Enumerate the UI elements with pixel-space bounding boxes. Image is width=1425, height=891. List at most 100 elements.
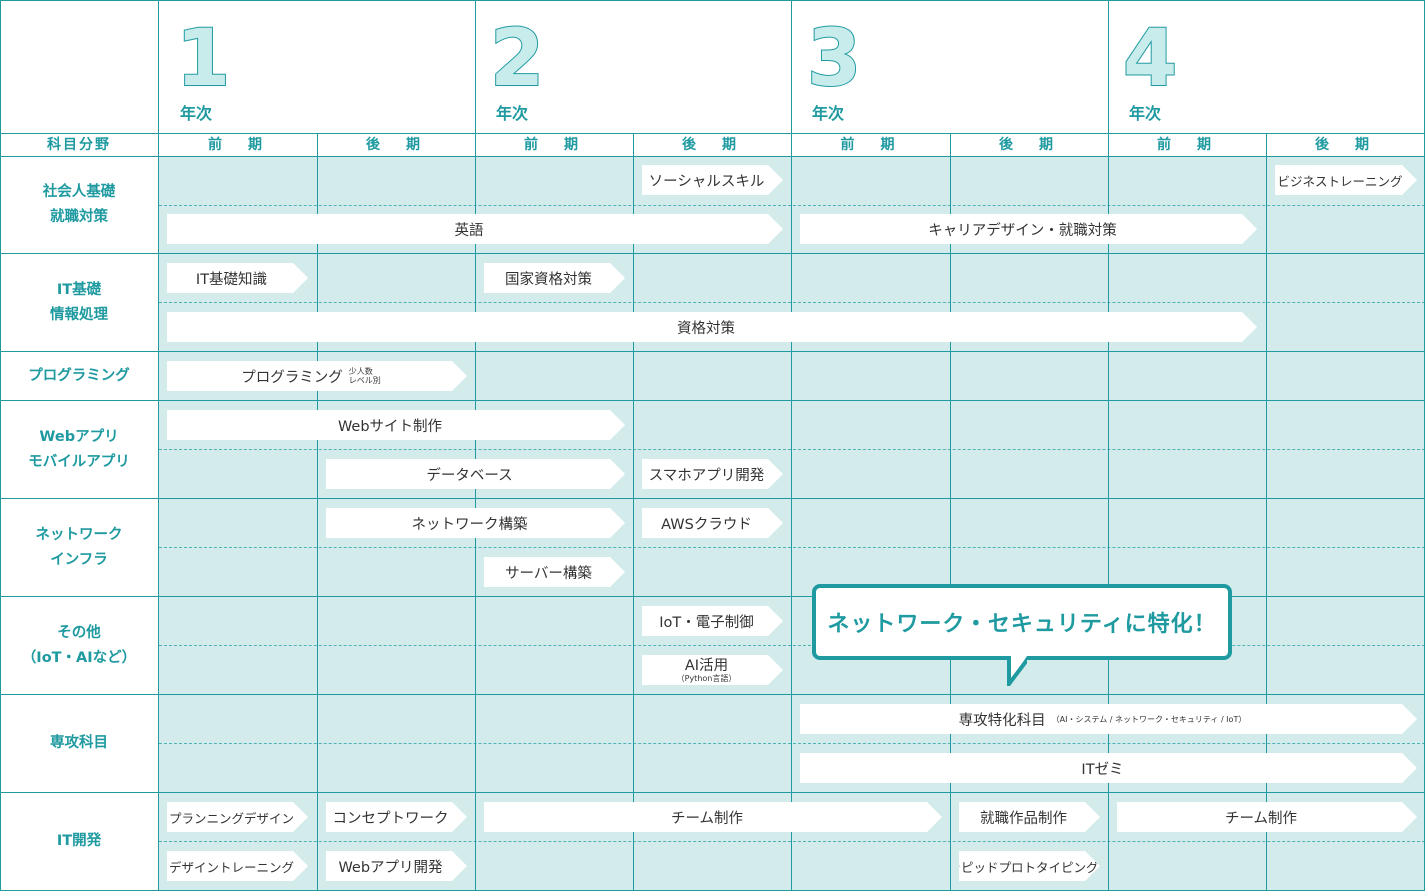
- category-divider: [158, 0, 159, 891]
- category-line: IT基礎: [56, 281, 102, 298]
- row-divider: [0, 694, 1425, 695]
- row-divider: [0, 792, 1425, 793]
- course-label: AI活用: [684, 657, 729, 674]
- callout-tail-icon: [1005, 656, 1027, 686]
- subrow-divider: [159, 841, 1425, 842]
- term-divider-v: [633, 133, 634, 891]
- category-line: 就職対策: [50, 209, 108, 225]
- course-database: データベース: [326, 459, 625, 489]
- term-divider: [0, 156, 1425, 157]
- year-label: 年次: [812, 104, 845, 123]
- year-label: 年次: [1129, 104, 1162, 123]
- course-ai: AI活用 （Python言語）: [642, 655, 783, 685]
- course-planning-design: プランニングデザイン: [167, 802, 308, 832]
- term-label: 前 期: [208, 137, 268, 153]
- course-career-design: キャリアデザイン・就職対策: [800, 214, 1257, 244]
- course-note: 少人数 レベル別: [349, 367, 381, 385]
- subrow-divider: [159, 743, 1425, 744]
- term-label: 後 期: [1315, 137, 1375, 153]
- category-major: 専攻科目: [0, 695, 158, 792]
- category-line: その他: [57, 624, 101, 641]
- course-job-portfolio: 就職作品制作: [959, 802, 1100, 832]
- course-web-app-dev: Webアプリ開発: [326, 851, 467, 881]
- course-it-basics: IT基礎知識: [167, 263, 308, 293]
- course-note-line: 少人数: [348, 367, 373, 376]
- category-line: Webアプリ: [39, 428, 119, 445]
- course-note: （Python言語）: [676, 673, 737, 683]
- course-programming: プログラミング 少人数 レベル別: [167, 361, 467, 391]
- term-label: 前 期: [1157, 137, 1217, 153]
- course-label: 専攻特化科目: [958, 712, 1046, 729]
- category-web-mobile: Webアプリ モバイルアプリ: [0, 401, 158, 498]
- course-soft-skills: ソーシャルスキル: [642, 165, 783, 195]
- category-line: インフラ: [50, 551, 108, 568]
- year-number: 4: [1122, 14, 1178, 104]
- course-label: プログラミング: [241, 369, 343, 386]
- term-divider-v: [317, 133, 318, 891]
- course-network-build: ネットワーク構築: [326, 508, 625, 538]
- term-divider-v: [1266, 133, 1267, 891]
- year-divider: [1108, 0, 1109, 891]
- category-network: ネットワーク インフラ: [0, 499, 158, 596]
- category-social: 社会人基礎 就職対策: [0, 157, 158, 253]
- course-team-production: チーム制作: [484, 802, 942, 832]
- category-it-dev: IT開発: [0, 793, 158, 890]
- category-line: IT開発: [56, 833, 102, 849]
- year-number: 3: [806, 14, 862, 104]
- course-website: Webサイト制作: [167, 410, 625, 440]
- row-divider: [0, 498, 1425, 499]
- category-line: 情報処理: [50, 306, 108, 323]
- subrow-divider: [159, 302, 1425, 303]
- course-it-seminar: ITゼミ: [800, 753, 1417, 783]
- course-smartphone-app: スマホアプリ開発: [642, 459, 783, 489]
- category-it-basics: IT基礎 情報処理: [0, 254, 158, 351]
- row-divider: [0, 253, 1425, 254]
- row-divider: [0, 596, 1425, 597]
- year-divider: [475, 0, 476, 891]
- top-border: [0, 0, 1425, 1]
- course-iot: IoT・電子制御: [642, 606, 783, 636]
- subrow-divider: [159, 645, 1425, 646]
- year-number: 1: [175, 14, 231, 104]
- course-design-training: デザイントレーニング: [167, 851, 308, 881]
- year-number: 2: [489, 14, 545, 104]
- category-line: ネットワーク: [35, 526, 123, 543]
- category-line: モバイルアプリ: [28, 453, 130, 470]
- term-label: 後 期: [999, 137, 1059, 153]
- category-line: プログラミング: [28, 367, 130, 384]
- left-border: [0, 0, 1, 891]
- category-header: 科目分野: [47, 137, 111, 153]
- term-label: 後 期: [682, 137, 742, 153]
- year-divider: [791, 0, 792, 891]
- term-divider-v: [950, 133, 951, 891]
- category-line: （IoT・AIなど）: [21, 649, 137, 666]
- course-major-subjects: 専攻特化科目 （AI・システム / ネットワーク・セキュリティ / IoT）: [800, 704, 1417, 734]
- term-label: 後 期: [366, 137, 426, 153]
- course-note-line: レベル別: [348, 376, 381, 385]
- course-rapid-prototyping: ラピッドプロトタイピング: [959, 851, 1100, 881]
- header-divider: [0, 133, 1425, 134]
- course-cert-prep: 資格対策: [167, 312, 1257, 342]
- subrow-divider: [159, 449, 1425, 450]
- callout-text: ネットワーク・セキュリティに特化！: [827, 612, 1217, 637]
- course-team-production: チーム制作: [1117, 802, 1417, 832]
- category-other: その他 （IoT・AIなど）: [0, 597, 158, 694]
- row-divider: [0, 351, 1425, 352]
- subrow-divider: [159, 205, 1425, 206]
- term-label: 前 期: [840, 137, 901, 153]
- course-aws: AWSクラウド: [642, 508, 783, 538]
- callout-bubble: ネットワーク・セキュリティに特化！: [812, 584, 1232, 660]
- category-line: 社会人基礎: [42, 184, 116, 200]
- course-business-training: ビジネストレーニング: [1275, 165, 1417, 195]
- course-concept-work: コンセプトワーク: [326, 802, 467, 832]
- category-line: 専攻科目: [50, 735, 108, 751]
- course-note: （AI・システム / ネットワーク・セキュリティ / IoT）: [1051, 714, 1247, 724]
- year-label: 年次: [180, 104, 213, 123]
- year-label: 年次: [496, 104, 529, 123]
- course-server-build: サーバー構築: [484, 557, 625, 587]
- row-divider: [0, 400, 1425, 401]
- category-programming: プログラミング: [0, 352, 158, 400]
- term-label: 前 期: [524, 137, 584, 153]
- course-national-cert: 国家資格対策: [484, 263, 625, 293]
